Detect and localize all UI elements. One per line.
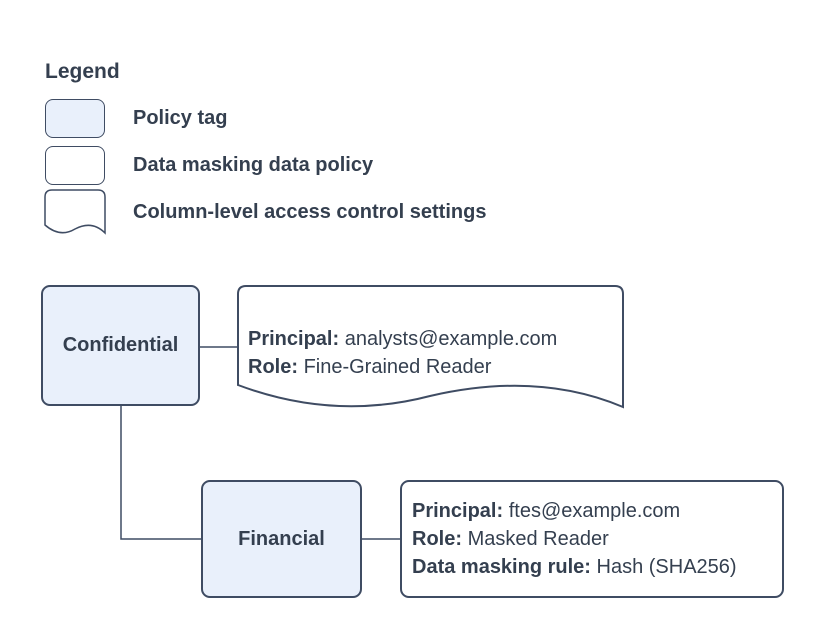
legend-item-label: Policy tag xyxy=(133,107,228,129)
policy-tag-financial: Financial xyxy=(201,480,362,598)
masking-rule-value: Hash (SHA256) xyxy=(596,556,737,578)
confidential-access-settings-text: Principal: analysts@example.com Role: Fi… xyxy=(248,325,613,381)
legend-item-policy-tag: Policy tag xyxy=(45,99,227,138)
principal-label: Principal: xyxy=(248,328,340,350)
role-line: Role: Masked Reader xyxy=(412,525,782,553)
legend-title: Legend xyxy=(45,60,120,83)
column-access-settings-shape xyxy=(237,285,624,409)
principal-line: Principal: ftes@example.com xyxy=(412,497,782,525)
policy-tag-confidential: Confidential xyxy=(41,285,200,406)
principal-value: analysts@example.com xyxy=(344,328,558,350)
role-value: Fine-Grained Reader xyxy=(303,356,492,378)
policy-tag-label: Financial xyxy=(238,527,325,550)
masking-rule-line: Data masking rule: Hash (SHA256) xyxy=(412,553,782,581)
principal-label: Principal: xyxy=(412,500,504,522)
column-access-settings-swatch xyxy=(44,188,106,236)
principal-value: ftes@example.com xyxy=(508,500,681,522)
role-value: Masked Reader xyxy=(467,528,609,550)
edge-confidential-to-financial xyxy=(120,406,202,540)
role-label: Role: xyxy=(248,356,298,378)
legend-item-data-masking-policy: Data masking data policy xyxy=(45,146,373,185)
financial-data-masking-policy: Principal: ftes@example.com Role: Masked… xyxy=(400,480,784,598)
role-line: Role: Fine-Grained Reader xyxy=(248,353,613,381)
data-masking-policy-swatch xyxy=(45,146,105,185)
legend-item-label: Column-level access control settings xyxy=(133,201,487,223)
policy-tag-label: Confidential xyxy=(62,334,179,356)
policy-tag-swatch xyxy=(45,99,105,138)
masking-rule-label: Data masking rule: xyxy=(412,556,591,578)
principal-line: Principal: analysts@example.com xyxy=(248,325,613,353)
legend-item-column-access-settings: Column-level access control settings xyxy=(44,188,487,235)
role-label: Role: xyxy=(412,528,462,550)
legend-item-label: Data masking data policy xyxy=(133,154,374,176)
